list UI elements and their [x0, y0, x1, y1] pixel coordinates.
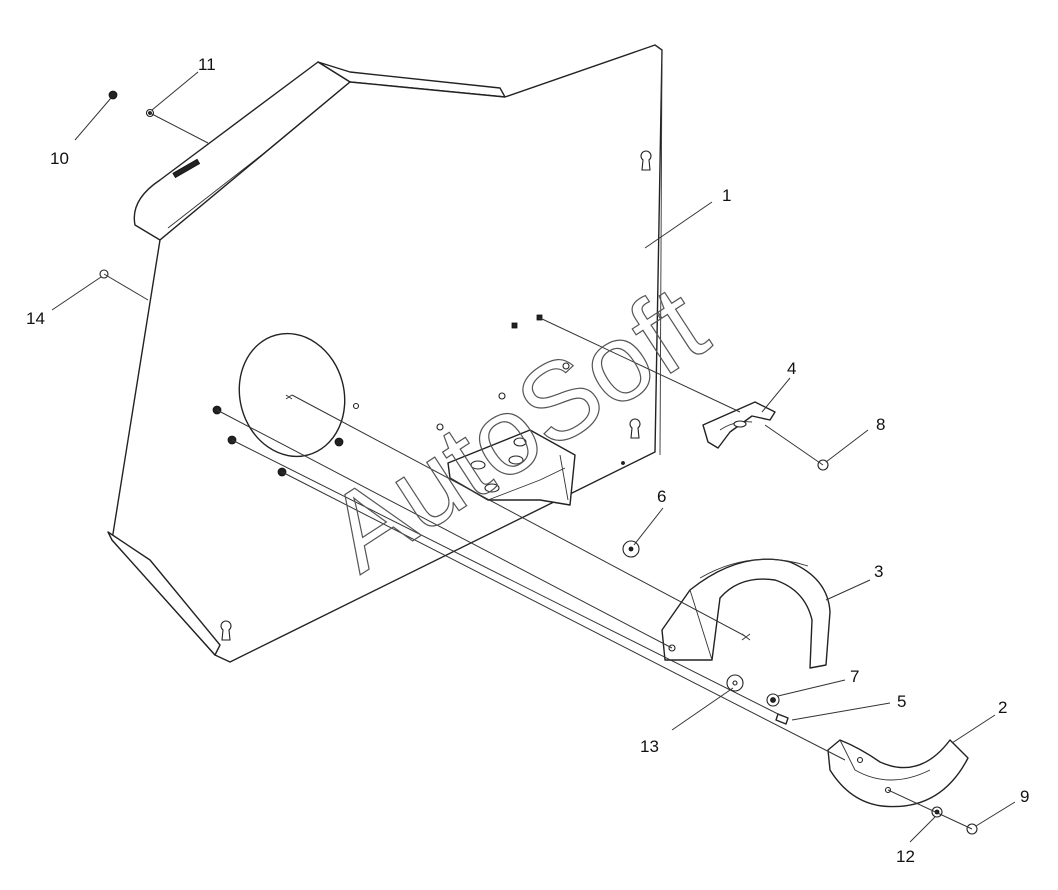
callout-6: 6	[657, 487, 666, 506]
callout-labels: 1 2 3 4 5 6 7 8 9 10 11 12 13 14	[26, 55, 1029, 866]
callout-12: 12	[896, 847, 915, 866]
callout-9: 9	[1020, 787, 1029, 806]
callout-5: 5	[897, 692, 906, 711]
callout-leaders	[51, 71, 1016, 843]
clip-bracket	[702, 401, 776, 449]
callout-4: 4	[787, 359, 796, 378]
callout-13: 13	[640, 737, 659, 756]
small-semicircle-cover	[827, 739, 969, 808]
callout-11: 11	[198, 55, 216, 74]
callout-2: 2	[998, 698, 1007, 717]
callout-10: 10	[50, 149, 69, 168]
callout-8: 8	[876, 415, 885, 434]
callout-14: 14	[26, 309, 45, 328]
callout-1: 1	[722, 186, 731, 205]
large-semicircle-cover	[661, 558, 831, 669]
callout-3: 3	[874, 562, 883, 581]
callout-7: 7	[850, 667, 859, 686]
assembly-lines	[103, 112, 973, 830]
